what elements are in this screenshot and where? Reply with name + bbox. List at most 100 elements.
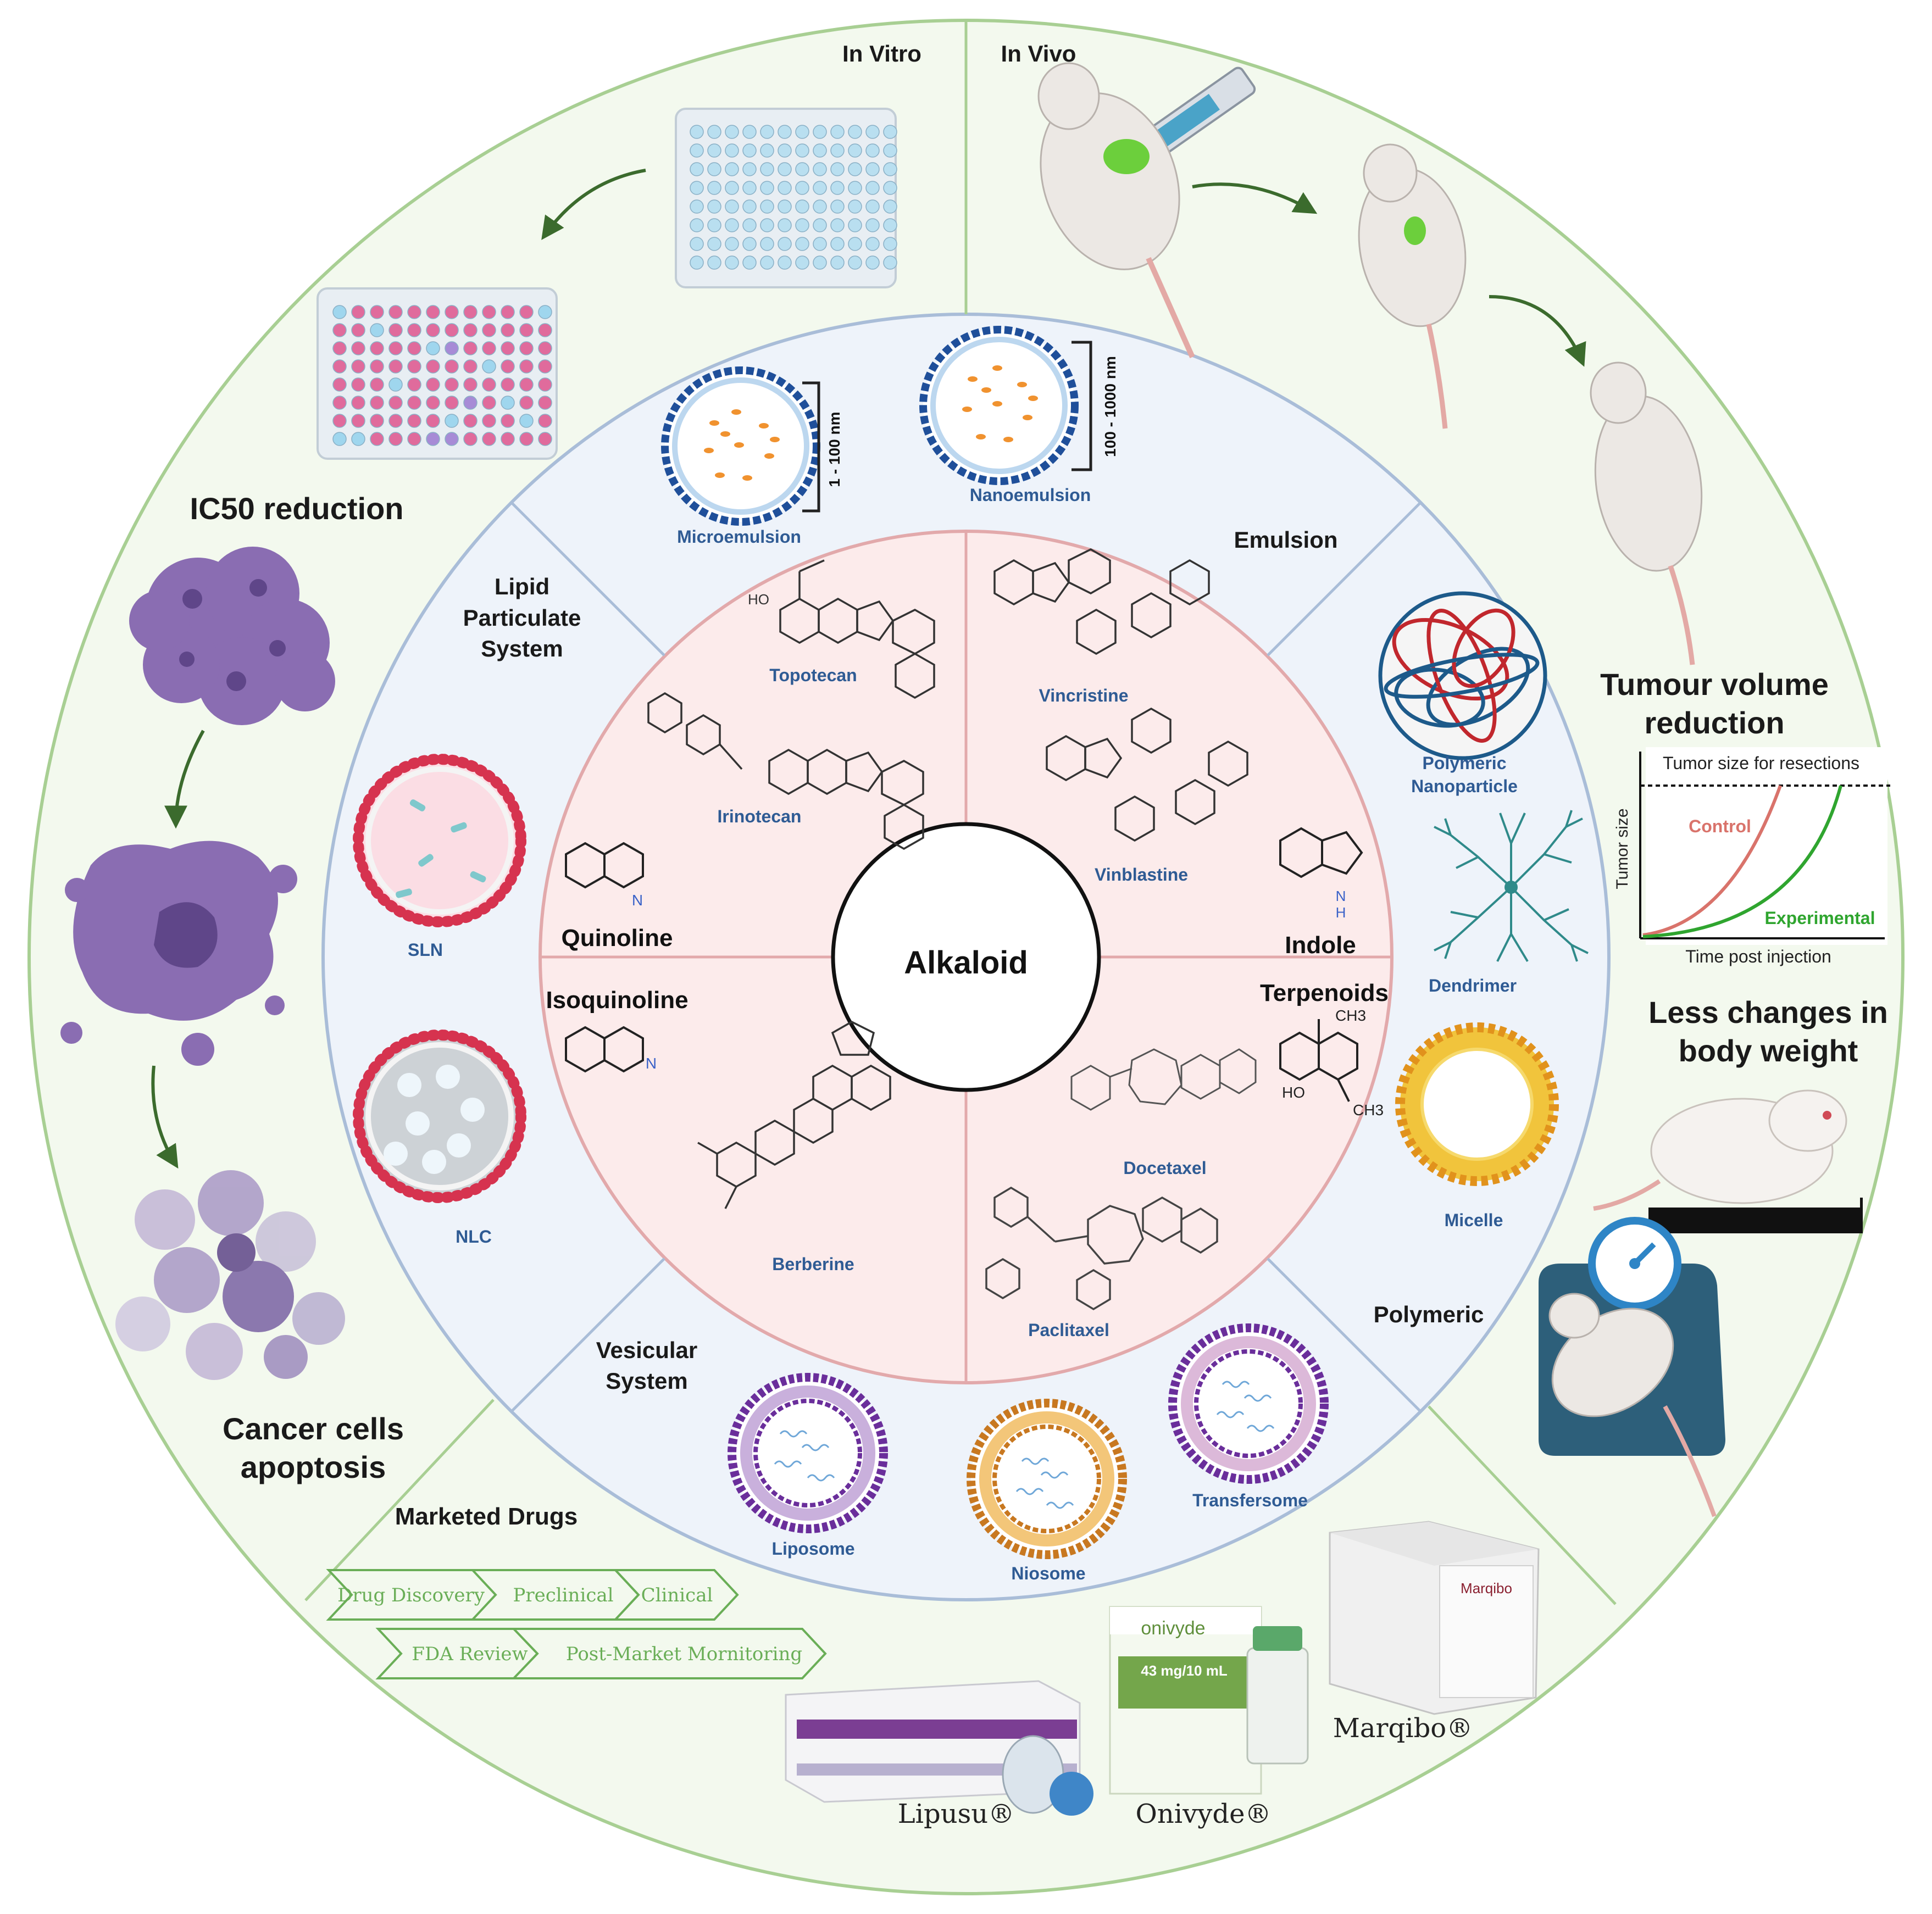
- plate-well: [351, 323, 365, 337]
- plate-well: [778, 218, 792, 232]
- plate-well: [388, 396, 403, 410]
- plate-well: [830, 162, 845, 176]
- plate-well: [519, 323, 534, 337]
- plate-well: [865, 181, 880, 195]
- plate-well: [883, 237, 897, 251]
- topotecan-structure: [779, 559, 935, 699]
- plate-well: [332, 414, 347, 428]
- plate-well: [830, 181, 845, 195]
- polymeric-nanoparticle-graphic: [1378, 591, 1547, 760]
- plate-well: [407, 305, 421, 319]
- indole-structure: [1279, 827, 1363, 878]
- dendrimer-label: Dendrimer: [1429, 976, 1517, 995]
- plate-well: [519, 377, 534, 392]
- plate-well: [690, 199, 704, 214]
- plate-well: [370, 341, 384, 355]
- plate-well: [519, 432, 534, 446]
- plate-well: [538, 323, 552, 337]
- plate-well: [742, 199, 757, 214]
- plate-well: [426, 323, 440, 337]
- niosome-label: Niosome: [1011, 1564, 1085, 1583]
- center-circle: [831, 822, 1101, 1092]
- dying-cancer-cell: [60, 841, 297, 1066]
- plate-well: [778, 199, 792, 214]
- docetaxel-structure: [1070, 1048, 1257, 1111]
- plate-well: [865, 199, 880, 214]
- plate-well: [760, 162, 774, 176]
- mouse-treated-1: [1037, 62, 1195, 359]
- plate-well: [426, 432, 440, 446]
- plate-well: [332, 377, 347, 392]
- plate-well: [707, 255, 721, 270]
- category-lipid-line3: System: [481, 636, 563, 661]
- plate-well: [883, 181, 897, 195]
- plate-well: [445, 359, 459, 374]
- plate-well: [830, 237, 845, 251]
- plate-well: [813, 199, 827, 214]
- plate-well: [707, 143, 721, 158]
- plate-well: [760, 237, 774, 251]
- plate-well: [813, 218, 827, 232]
- niosome-graphic: [967, 1399, 1127, 1559]
- plate-well: [538, 359, 552, 374]
- plate-well: [813, 255, 827, 270]
- plate-well: [463, 305, 478, 319]
- plate-well: [830, 143, 845, 158]
- plate-well: [778, 162, 792, 176]
- plate-well: [482, 377, 496, 392]
- plate-well: [760, 199, 774, 214]
- plate-well: [407, 377, 421, 392]
- plate-well: [351, 432, 365, 446]
- tumor-chart-title: Tumor size for resections: [1663, 753, 1859, 773]
- irinotecan-label: Irinotecan: [718, 806, 802, 826]
- plate-well: [407, 432, 421, 446]
- indole-h: H: [1336, 904, 1346, 921]
- plate-well: [332, 359, 347, 374]
- sln-label: SLN: [408, 940, 443, 960]
- plate-well: [407, 414, 421, 428]
- plate-well: [830, 125, 845, 139]
- weighing-scale: [1539, 1217, 1725, 1517]
- plate-well: [332, 396, 347, 410]
- onivyde-product: onivyde 43 mg/10 mL: [1109, 1606, 1309, 1795]
- plate-well: [482, 323, 496, 337]
- plate-well: [538, 341, 552, 355]
- tumor-chart: Tumor size for resections Tumor size Tim…: [1613, 747, 1890, 966]
- plate-well: [501, 323, 515, 337]
- plate-well: [830, 199, 845, 214]
- plate-well: [370, 359, 384, 374]
- plate-well: [725, 255, 739, 270]
- category-lipid-line2: Particulate: [463, 605, 581, 631]
- plate-well: [370, 396, 384, 410]
- nanoemulsion-size: 100 - 1000 nm: [1102, 356, 1119, 457]
- plate-well: [690, 237, 704, 251]
- plate-well: [690, 218, 704, 232]
- plate-well: [445, 414, 459, 428]
- microemulsion-label: Microemulsion: [677, 527, 801, 547]
- plate-well: [407, 341, 421, 355]
- pipeline-step-label: Drug Discovery: [337, 1584, 485, 1606]
- plate-well: [725, 199, 739, 214]
- plate-well: [426, 305, 440, 319]
- arrow-cell-1: [164, 730, 205, 829]
- nlc-graphic: [353, 1030, 526, 1203]
- plate-well: [848, 199, 862, 214]
- plate-well: [351, 377, 365, 392]
- plate-well: [883, 125, 897, 139]
- plate-well: [351, 414, 365, 428]
- plate-well: [519, 414, 534, 428]
- nlc-label: NLC: [456, 1227, 492, 1247]
- plate-well: [501, 432, 515, 446]
- apoptotic-cells: [115, 1170, 345, 1380]
- plate-well: [501, 305, 515, 319]
- plate-well: [813, 181, 827, 195]
- plate-well: [795, 199, 809, 214]
- plate-well: [690, 255, 704, 270]
- plate-well: [760, 255, 774, 270]
- plate-well: [482, 305, 496, 319]
- plate-well: [690, 162, 704, 176]
- plate-well: [351, 359, 365, 374]
- plate-well: [742, 125, 757, 139]
- plate-well: [742, 181, 757, 195]
- plate-well: [725, 218, 739, 232]
